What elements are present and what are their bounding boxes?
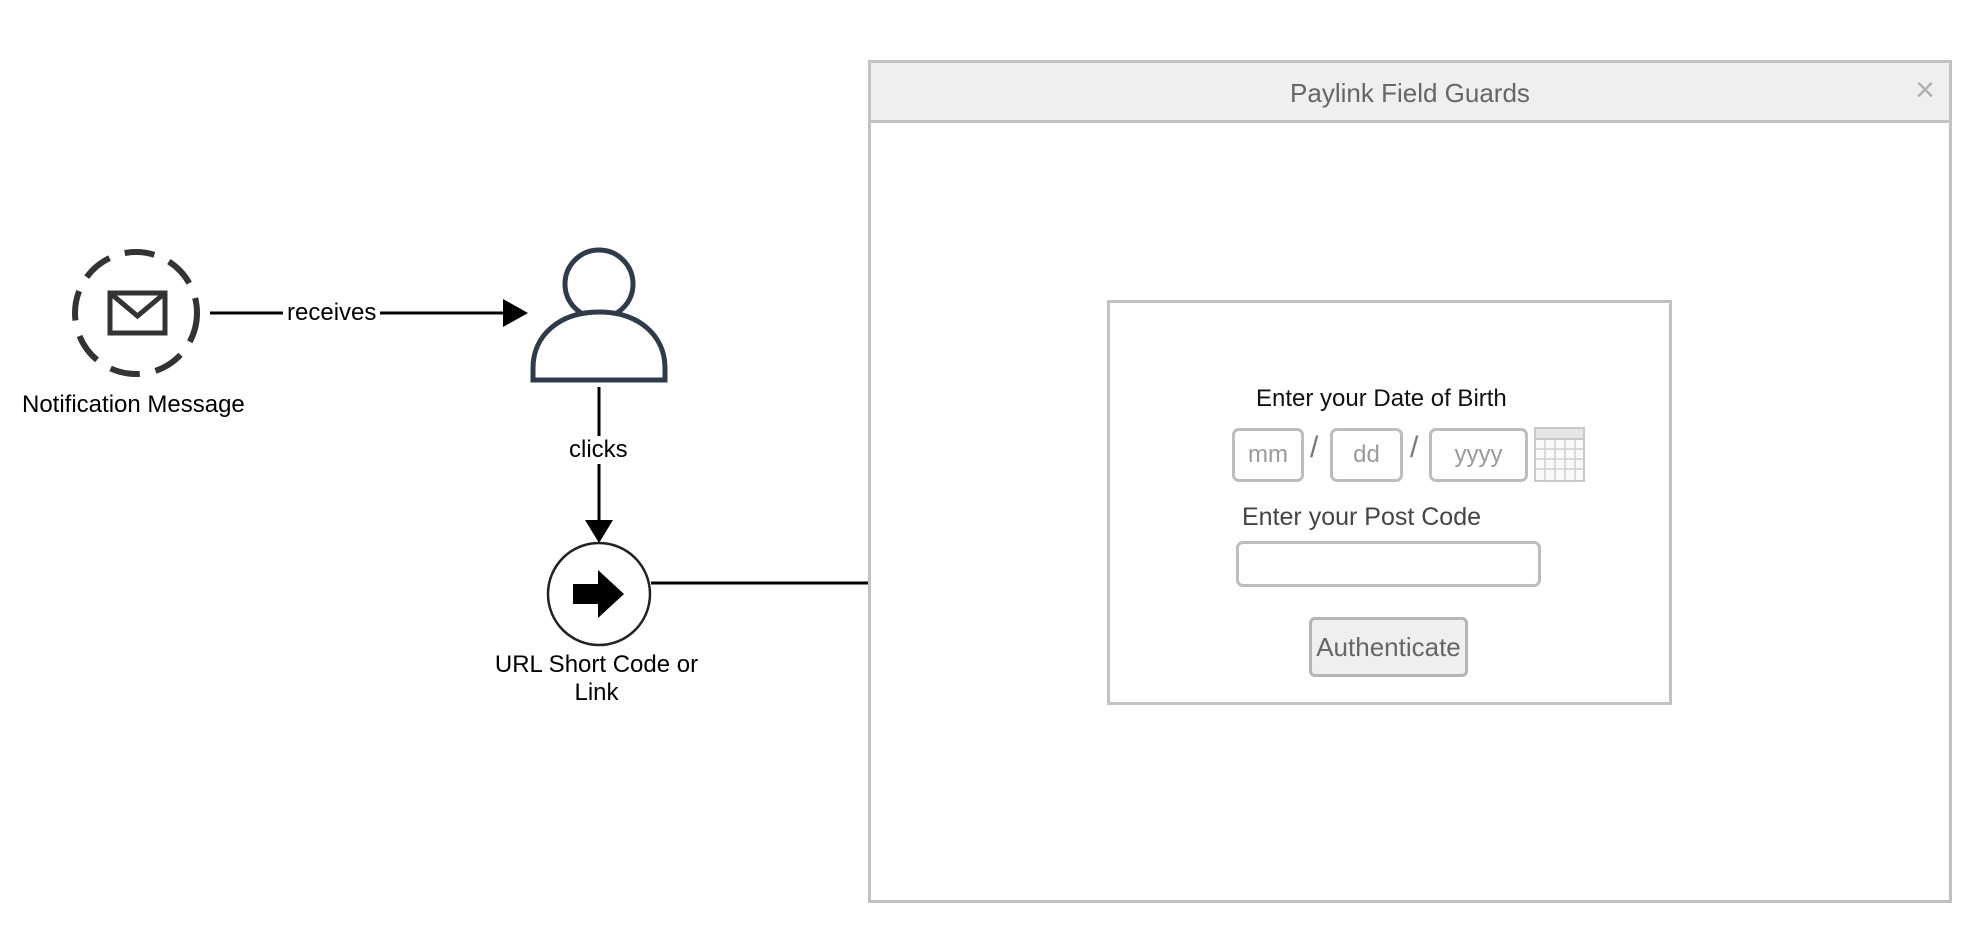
dob-year-input[interactable] <box>1429 428 1528 482</box>
link-label-line1: URL Short Code or <box>494 651 699 678</box>
postcode-label: Enter your Post Code <box>1242 503 1482 531</box>
dob-label: Enter your Date of Birth <box>1256 385 1507 412</box>
dob-day-input[interactable] <box>1330 428 1403 482</box>
authenticate-button[interactable]: Authenticate <box>1309 617 1468 677</box>
window-title: Paylink Field Guards <box>1290 78 1530 108</box>
clicks-connector <box>585 387 613 543</box>
dob-separator: / <box>1310 431 1319 464</box>
window-titlebar: Paylink Field Guards × <box>871 63 1949 123</box>
close-icon[interactable]: × <box>1915 71 1935 109</box>
notification-label: Notification Message <box>22 391 245 418</box>
receives-label: receives <box>283 299 381 327</box>
link-label-line2: Link <box>574 679 619 706</box>
link-label: URL Short Code or Link <box>480 651 713 707</box>
notification-event-node <box>72 249 200 377</box>
clicks-label: clicks <box>565 436 632 464</box>
dob-separator: / <box>1410 431 1419 464</box>
user-icon <box>530 247 668 383</box>
postcode-input[interactable] <box>1236 541 1541 587</box>
arrow-right-icon <box>573 570 624 618</box>
calendar-icon[interactable] <box>1534 427 1585 482</box>
envelope-icon <box>107 290 168 336</box>
dob-month-input[interactable] <box>1232 428 1304 482</box>
